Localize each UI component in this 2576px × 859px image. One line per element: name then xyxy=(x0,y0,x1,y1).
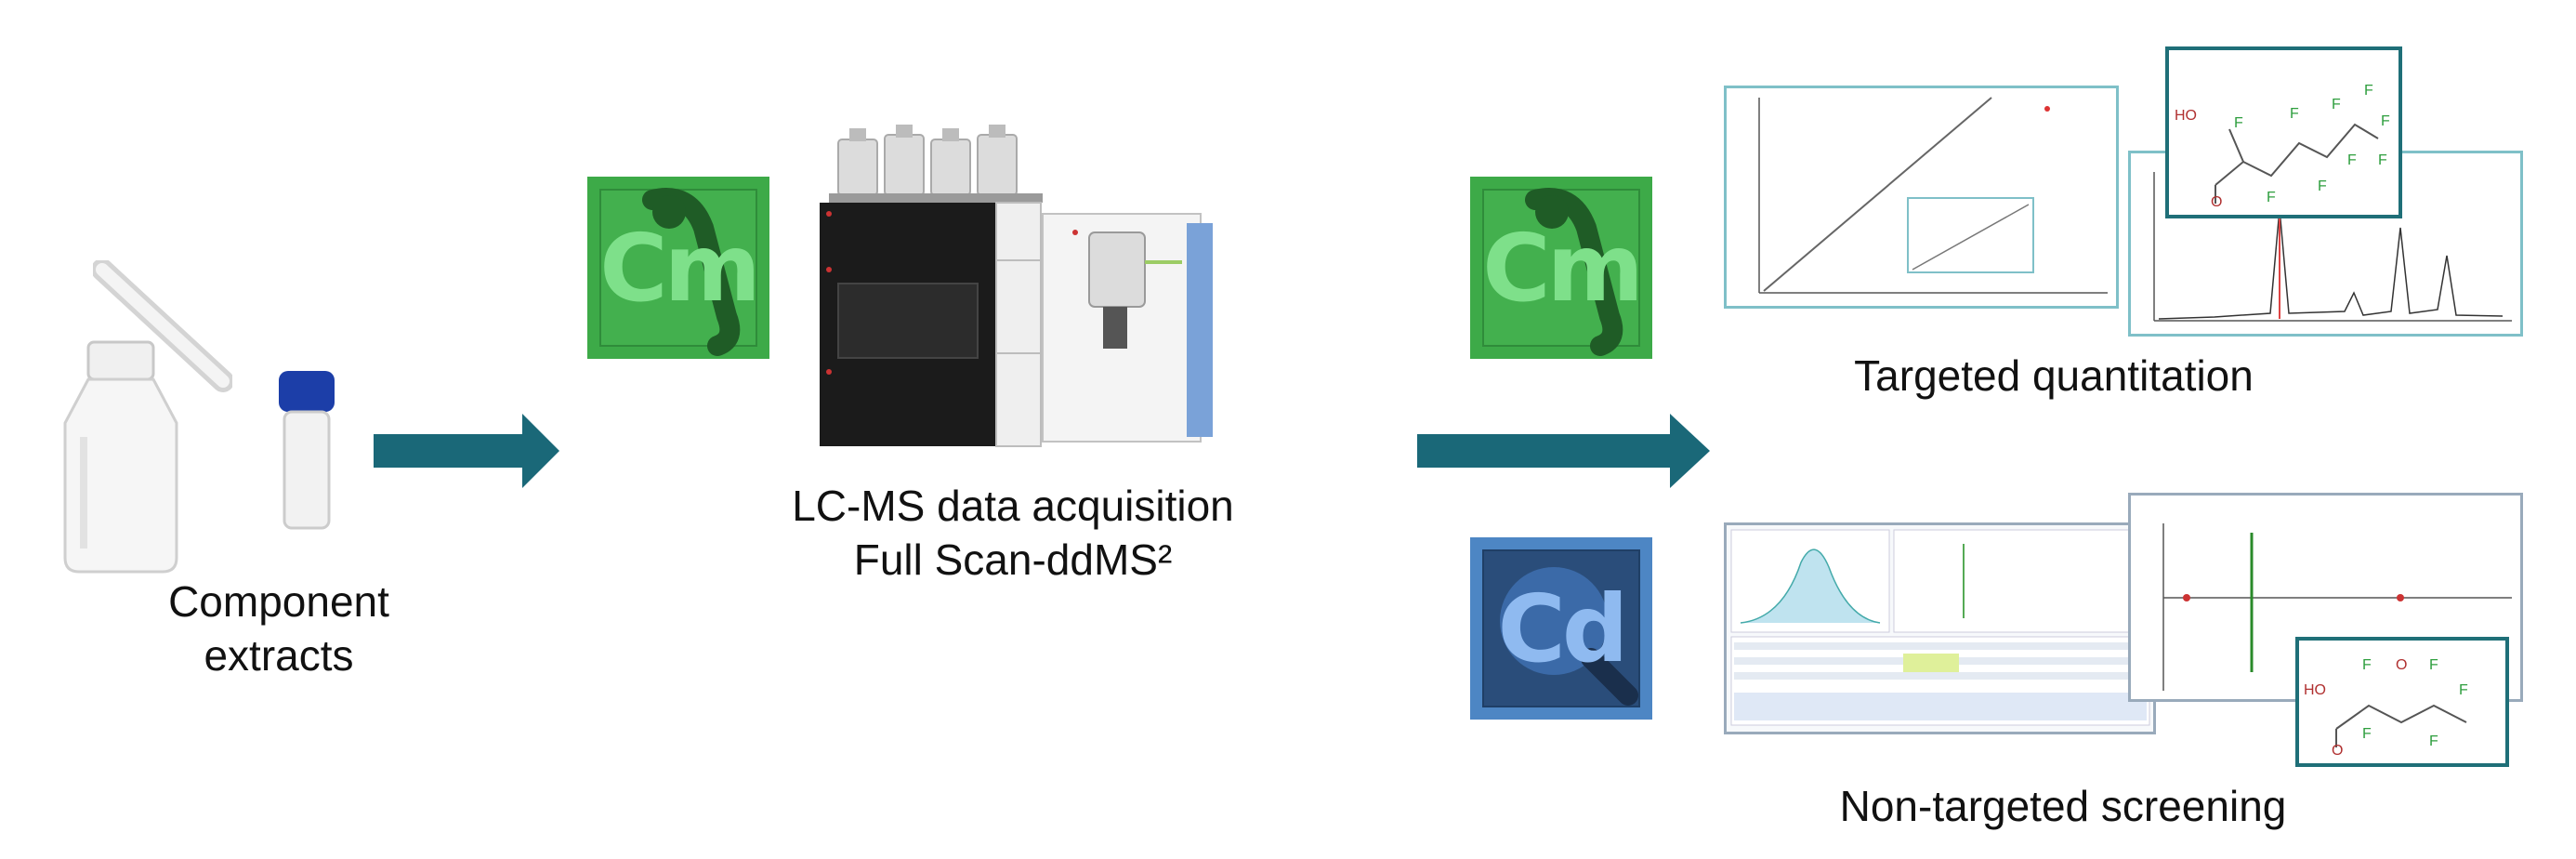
atom-f: F xyxy=(2362,657,2372,673)
lcms-label-line1: LC-MS data acquisition xyxy=(792,482,1234,530)
lcms-label-line2: Full Scan-ddMS² xyxy=(853,535,1173,584)
atom-oh: HO xyxy=(2304,682,2326,698)
molecule-structure-icon xyxy=(2335,704,2467,747)
software-screenshot-icon xyxy=(1727,525,2153,732)
atom-o: O xyxy=(2211,194,2223,210)
atom-f: F xyxy=(2318,178,2327,194)
atom-f: F xyxy=(2332,97,2341,112)
tube-icon xyxy=(93,260,232,392)
component-label-line2: extracts xyxy=(204,631,354,680)
software-screenshot-panel xyxy=(1724,522,2156,734)
cm-letters: Cm xyxy=(1482,214,1644,323)
compound-mass-logo: Cm xyxy=(587,177,769,359)
component-label-line1: Component xyxy=(168,577,389,626)
mass-defect-plot-icon xyxy=(2162,523,2512,691)
atom-o-ether: O xyxy=(2396,657,2408,673)
non-targeted-screening-label: Non-targeted screening xyxy=(1839,782,2287,830)
atom-o: O xyxy=(2332,743,2344,759)
molecule-structure-top: HO O F F F F F F F F F xyxy=(2165,46,2402,218)
calibration-curve-panel xyxy=(1724,86,2119,309)
atom-f: F xyxy=(2234,115,2243,131)
atom-f: F xyxy=(2459,682,2468,698)
atom-f: F xyxy=(2267,190,2276,205)
calibration-curve-icon xyxy=(1758,97,2108,294)
vial-icon xyxy=(279,371,335,530)
atom-f: F xyxy=(2429,733,2438,749)
atom-oh: HO xyxy=(2175,108,2197,124)
targeted-quantitation-label: Targeted quantitation xyxy=(1854,351,2254,400)
atom-f: F xyxy=(2378,152,2387,168)
arrow-right-icon xyxy=(374,414,559,488)
cm-letters: Cm xyxy=(599,214,761,323)
atom-f: F xyxy=(2429,657,2438,673)
molecule-structure-bottom: HO O O F F F F F xyxy=(2295,637,2509,767)
compound-discoverer-logo: Cd xyxy=(1470,537,1652,720)
bottle-icon xyxy=(63,340,178,574)
arrow-right-icon xyxy=(1417,414,1710,488)
atom-f: F xyxy=(2364,83,2373,99)
molecule-structure-icon xyxy=(2215,123,2379,204)
component-extracts-label: Component extracts xyxy=(112,575,446,682)
cd-letters: Cd xyxy=(1497,575,1629,683)
lcms-instrument-icon xyxy=(820,125,1213,447)
atom-f: F xyxy=(2381,113,2390,129)
atom-f: F xyxy=(2362,726,2372,742)
atom-f: F xyxy=(2290,106,2299,122)
lcms-label: LC-MS data acquisition Full Scan-ddMS² xyxy=(725,479,1301,587)
compound-mass-logo: Cm xyxy=(1470,177,1652,359)
mass-spectrum-icon xyxy=(2153,172,2512,322)
atom-f: F xyxy=(2347,152,2357,168)
